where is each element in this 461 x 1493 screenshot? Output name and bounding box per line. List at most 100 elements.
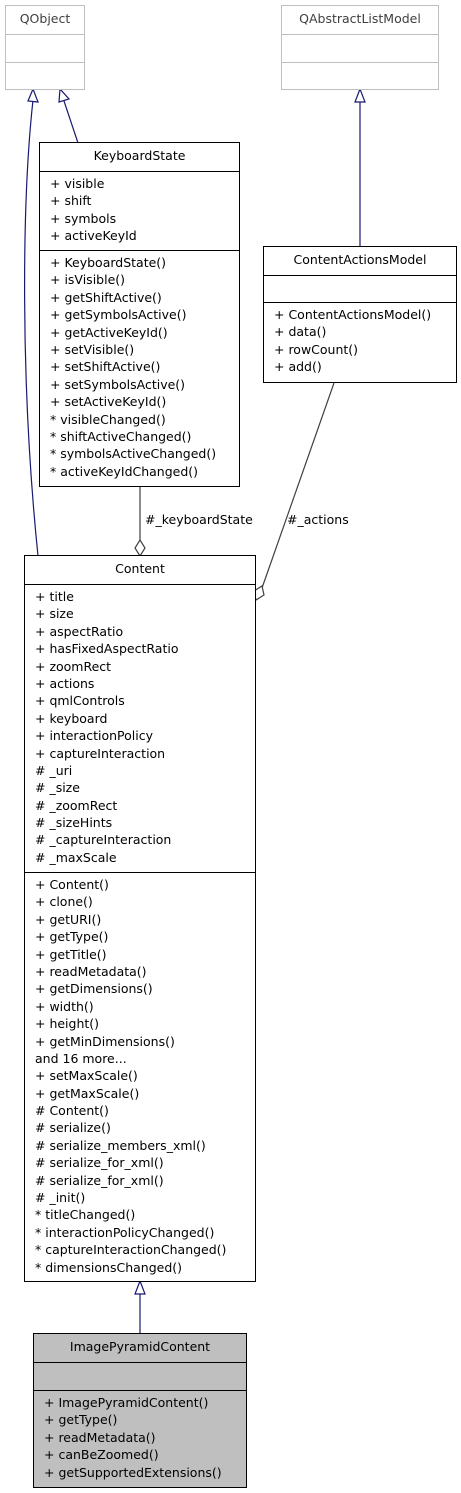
- method: + data(): [274, 324, 327, 340]
- class-name: Content: [115, 561, 165, 576]
- attribute: # _sizeHints: [35, 815, 113, 831]
- attribute: + activeKeyId: [50, 228, 137, 244]
- class-content[interactable]: Content + title + size + aspectRatio + h…: [24, 555, 256, 1282]
- method: + getDimensions(): [35, 981, 153, 997]
- method: + getURI(): [35, 911, 102, 927]
- method: + setShiftActive(): [50, 359, 161, 375]
- method: + setSymbolsActive(): [50, 376, 186, 392]
- attribute: + symbols: [50, 210, 117, 226]
- method: + getTitle(): [35, 946, 107, 962]
- methods-section: + KeyboardState() + isVisible() + getShi…: [40, 250, 239, 483]
- method: # Content(): [35, 1103, 109, 1119]
- class-name: QAbstractListModel: [299, 11, 421, 26]
- method: + readMetadata(): [44, 1429, 156, 1445]
- method: + getShiftActive(): [50, 289, 162, 305]
- method: + getType(): [35, 929, 109, 945]
- method: # _init(): [35, 1190, 86, 1206]
- method: * captureInteractionChanged(): [35, 1242, 227, 1258]
- inheritance-edge-content-qobject: [24, 99, 39, 557]
- class-keyboardstate[interactable]: KeyboardState + visible + shift + symbol…: [39, 142, 240, 487]
- method: * symbolsActiveChanged(): [50, 446, 217, 462]
- method: + setActiveKeyId(): [50, 394, 167, 410]
- attributes-section: [282, 34, 438, 62]
- class-name: KeyboardState: [93, 148, 186, 163]
- class-contentactionsmodel[interactable]: ContentActionsModel + ContentActionsMode…: [263, 246, 457, 383]
- attribute: + hasFixedAspectRatio: [35, 641, 179, 657]
- attribute: + interactionPolicy: [35, 728, 154, 744]
- attributes-section: [34, 1362, 246, 1390]
- attribute: + keyboard: [35, 710, 108, 726]
- inheritance-arrowhead: [134, 1279, 146, 1295]
- method: + Content(): [35, 877, 109, 892]
- inheritance-arrowhead: [58, 87, 71, 103]
- attribute: # _zoomRect: [35, 797, 118, 813]
- method: * shiftActiveChanged(): [50, 428, 192, 444]
- class-imagepyramidcontent[interactable]: ImagePyramidContent + ImagePyramidConten…: [33, 1333, 247, 1488]
- method: + width(): [35, 998, 94, 1014]
- method: # serialize_for_xml(): [35, 1155, 164, 1171]
- inheritance-edge-keyboardstate-qobject: [63, 100, 79, 144]
- method: # serialize_for_xml(): [35, 1172, 164, 1188]
- method: * dimensionsChanged(): [35, 1259, 183, 1275]
- class-name: QObject: [19, 11, 71, 26]
- methods-section: + ContentActionsModel() + data() + rowCo…: [264, 302, 456, 379]
- inheritance-arrowhead: [354, 87, 366, 103]
- attribute: + shift: [50, 193, 92, 209]
- method: + KeyboardState(): [50, 255, 167, 270]
- attribute: + zoomRect: [35, 658, 112, 674]
- aggregation-diamond: [134, 538, 146, 558]
- class-name: ContentActionsModel: [293, 252, 427, 267]
- method: + getType(): [44, 1412, 118, 1428]
- attribute: + captureInteraction: [35, 745, 166, 761]
- attribute: + actions: [35, 675, 95, 691]
- attribute: # _maxScale: [35, 849, 117, 865]
- method: + rowCount(): [274, 341, 359, 357]
- class-qobject[interactable]: QObject: [5, 5, 85, 90]
- attributes-section: + title + size + aspectRatio + hasFixedA…: [25, 584, 255, 872]
- method: + setMaxScale(): [35, 1068, 138, 1084]
- method: + getSupportedExtensions(): [44, 1464, 222, 1480]
- attribute: + visible: [50, 176, 105, 191]
- method: + getSymbolsActive(): [50, 307, 187, 323]
- method: # serialize_members_xml(): [35, 1137, 206, 1153]
- method: # serialize(): [35, 1120, 111, 1136]
- method: * visibleChanged(): [50, 411, 166, 427]
- method: + ImagePyramidContent(): [44, 1395, 209, 1410]
- attribute: # _uri: [35, 762, 73, 778]
- methods-section: [6, 62, 84, 90]
- method: + isVisible(): [50, 272, 126, 288]
- method: + getMinDimensions(): [35, 1033, 175, 1049]
- attributes-section: [264, 275, 456, 302]
- keyboard-state-edge-label: #_keyboardState: [145, 512, 253, 527]
- method: + readMetadata(): [35, 963, 147, 979]
- class-qabstractlistmodel[interactable]: QAbstractListModel: [281, 5, 439, 90]
- method: * interactionPolicyChanged(): [35, 1224, 215, 1240]
- actions-edge-label: #_actions: [287, 512, 349, 527]
- attributes-section: [6, 34, 84, 62]
- attribute: + title: [35, 589, 74, 604]
- attribute: # _size: [35, 780, 80, 796]
- attribute: # _captureInteraction: [35, 832, 172, 848]
- method: + getMaxScale(): [35, 1085, 140, 1101]
- method: + clone(): [35, 894, 93, 910]
- method: + setVisible(): [50, 341, 135, 357]
- methods-section: [282, 62, 438, 90]
- class-name: ImagePyramidContent: [69, 1339, 211, 1354]
- methods-section: + ImagePyramidContent() + getType() + re…: [34, 1390, 246, 1484]
- attribute: + aspectRatio: [35, 623, 124, 639]
- method: + add(): [274, 359, 322, 375]
- method: * activeKeyIdChanged(): [50, 463, 199, 479]
- attribute: + qmlControls: [35, 693, 125, 709]
- inheritance-arrowhead: [27, 87, 39, 103]
- method: + getActiveKeyId(): [50, 324, 168, 340]
- attributes-section: + visible + shift + symbols + activeKeyI…: [40, 171, 239, 250]
- attribute: + size: [35, 606, 74, 622]
- aggregation-edge-actions: [261, 382, 335, 589]
- method: + height(): [35, 1016, 100, 1032]
- method: + canBeZoomed(): [44, 1447, 159, 1463]
- method: * titleChanged(): [35, 1207, 136, 1223]
- method: + ContentActionsModel(): [274, 307, 432, 322]
- methods-section: + Content() + clone() + getURI() + getTy…: [25, 872, 255, 1279]
- more-methods-note: and 16 more...: [35, 1050, 127, 1066]
